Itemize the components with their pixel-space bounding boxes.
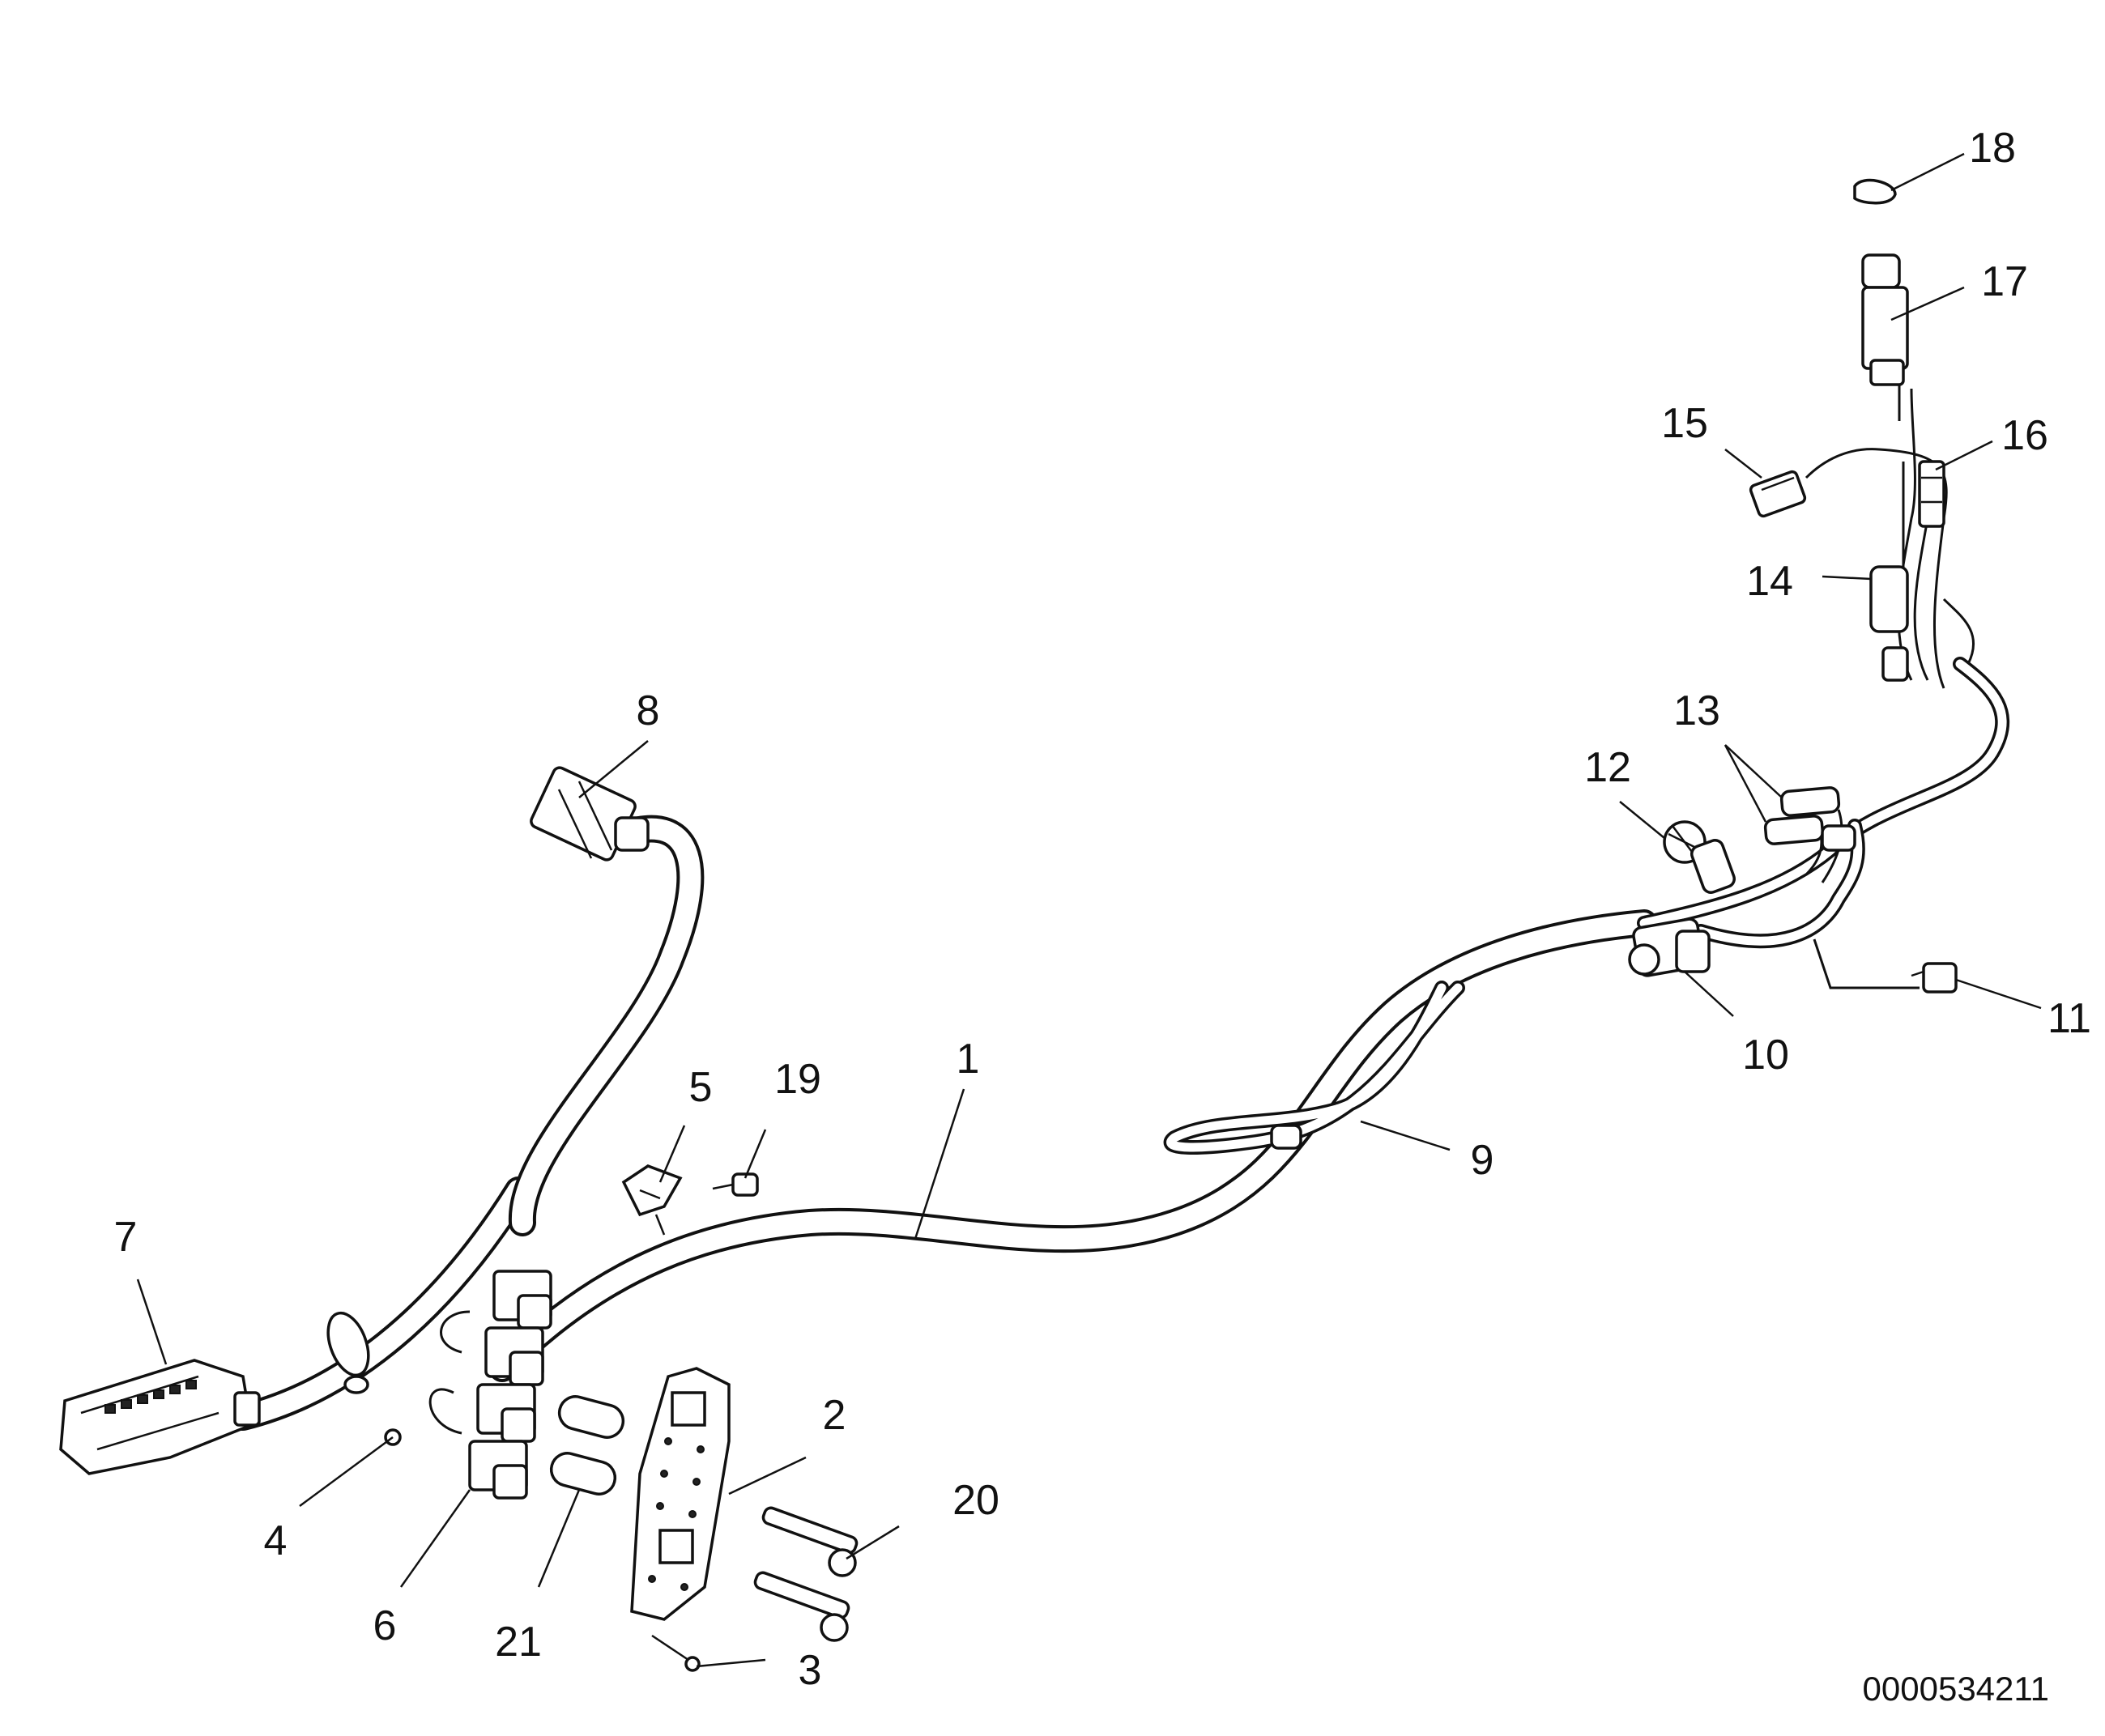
callout-20: 20 [952, 1477, 999, 1524]
callout-18: 18 [1969, 125, 2016, 172]
callout-17: 17 [1981, 258, 2028, 305]
callout-11: 11 [2047, 995, 2091, 1042]
screw-19 [712, 1172, 759, 1197]
connector-16 [1902, 460, 1945, 567]
callout-8: 8 [637, 687, 660, 734]
callout-10: 10 [1742, 1032, 1789, 1079]
spacers [549, 1395, 625, 1496]
main-harness-cable [229, 815, 1658, 1431]
round-connector-12 [1663, 820, 1736, 894]
ecu-connector [59, 1359, 261, 1475]
callout-4: 4 [264, 1517, 288, 1564]
leader-lines [136, 152, 2042, 1668]
callout-21: 21 [495, 1619, 542, 1666]
inline-component-14 [1869, 565, 1909, 682]
callouts: 1 2 3 4 5 6 7 8 9 10 11 12 13 14 15 16 1… [114, 125, 2091, 1694]
callout-2: 2 [823, 1392, 846, 1439]
cable-clamp [326, 1311, 370, 1394]
clip-18 [1853, 178, 1897, 205]
callout-3: 3 [799, 1647, 822, 1694]
connector-8 [530, 766, 650, 862]
connector-10 [1628, 917, 1711, 977]
callout-9: 9 [1471, 1137, 1494, 1184]
callout-19: 19 [774, 1056, 821, 1103]
relay-stack [428, 1270, 552, 1500]
sensor-17 [1861, 253, 1909, 386]
callout-15: 15 [1661, 400, 1708, 447]
drawing-number: 0000534211 [1863, 1670, 2049, 1708]
callout-1: 1 [957, 1036, 980, 1083]
callout-16: 16 [2001, 412, 2048, 459]
callout-14: 14 [1746, 558, 1793, 605]
callout-6: 6 [373, 1602, 397, 1649]
long-bolts [753, 1506, 859, 1642]
callout-13: 13 [1673, 687, 1720, 734]
callout-12: 12 [1584, 744, 1631, 791]
callout-7: 7 [114, 1214, 138, 1261]
connectors-13 [1763, 786, 1856, 852]
bracket-clip [621, 1164, 683, 1236]
callout-5: 5 [689, 1064, 713, 1111]
screw-3 [651, 1634, 701, 1672]
connector-15 [1749, 470, 1807, 518]
mounting-plate [630, 1367, 731, 1621]
connector-11 [1813, 938, 1958, 994]
loop-cable [1163, 981, 1465, 1155]
